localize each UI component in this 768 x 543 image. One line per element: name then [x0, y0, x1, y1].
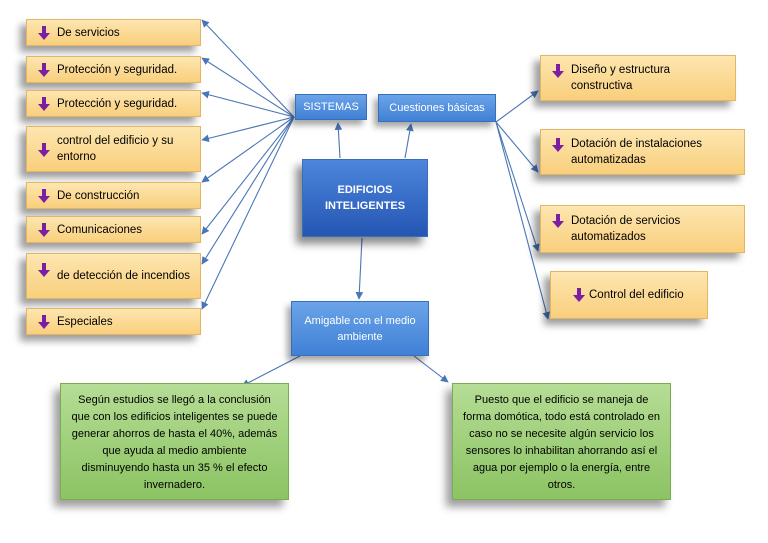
down-arrow-bullet-icon: [552, 214, 564, 228]
cuestiones-item-label: Dotación de servicios automatizados: [571, 215, 681, 243]
amigable-note: Según estudios se llegó a la conclusión …: [60, 383, 289, 500]
amigable-node: Amigable con el medio ambiente: [291, 301, 429, 356]
connector-sistemas-item-3: [201, 91, 295, 118]
down-arrow-bullet-icon: [38, 96, 50, 111]
connector-cuestiones-item-3: [495, 121, 540, 252]
sistemas-item-label: control del edificio y su entorno: [57, 135, 174, 163]
connector-sistemas-item-7: [201, 116, 295, 265]
connector-sistemas-item-6: [201, 116, 295, 235]
main-node-label-line1: EDIFICIOS: [337, 184, 393, 196]
amigable-note-text: Según estudios se llegó a la conclusión …: [71, 394, 278, 491]
sistemas-item: Protección y seguridad.: [26, 90, 201, 117]
connector-sistemas-item-5: [201, 116, 295, 183]
sistemas-item-label: Protección y seguridad.: [57, 63, 178, 76]
sistemas-item: De construcción: [26, 182, 201, 209]
down-arrow-bullet-icon: [38, 263, 50, 277]
down-arrow-bullet-icon: [573, 288, 585, 302]
sistemas-label: SISTEMAS: [303, 101, 359, 113]
sistemas-node: SISTEMAS: [295, 94, 367, 120]
sistemas-item-label: Especiales: [57, 315, 113, 328]
connector-sistemas-item-4: [201, 116, 295, 143]
cuestiones-item: Dotación de servicios automatizados: [540, 205, 745, 253]
connector-main-sistemas: [334, 122, 343, 159]
connector-amigable-note-1: [241, 355, 301, 387]
sistemas-item-label: De servicios: [57, 26, 120, 39]
connector-main-cuestiones: [404, 123, 414, 159]
sistemas-item: control del edificio y su entorno: [26, 126, 201, 172]
sistemas-item: Protección y seguridad.: [26, 56, 201, 83]
sistemas-item: de detección de incendios: [26, 253, 201, 299]
main-node-label-line2: INTELIGENTES: [324, 200, 406, 212]
sistemas-item-label: Comunicaciones: [57, 223, 143, 236]
connector-cuestiones-item-1: [495, 90, 539, 123]
connector-cuestiones-item-4: [495, 121, 550, 320]
connector-sistemas-item-2: [201, 57, 295, 118]
amigable-note-text: Puesto que el edificio se maneja de form…: [463, 394, 660, 491]
connector-sistemas-item-1: [201, 19, 295, 118]
down-arrow-bullet-icon: [38, 314, 50, 329]
connector-sistemas-item-8: [201, 116, 295, 310]
down-arrow-bullet-icon: [552, 64, 564, 78]
amigable-label: Amigable con el medio ambiente: [304, 314, 416, 343]
down-arrow-bullet-icon: [38, 25, 50, 40]
cuestiones-item: Diseño y estructura constructiva: [540, 55, 736, 101]
cuestiones-basicas-node: Cuestiones básicas: [378, 94, 496, 122]
cuestiones-item-label: Diseño y estructura constructiva: [571, 64, 671, 92]
main-node-edificios-inteligentes: EDIFICIOS INTELIGENTES: [302, 159, 428, 237]
sistemas-item-label: Protección y seguridad.: [57, 97, 178, 110]
sistemas-item-label: De construcción: [57, 189, 140, 202]
down-arrow-bullet-icon: [552, 138, 564, 152]
sistemas-item: Comunicaciones: [26, 216, 201, 243]
connector-main-amigable: [355, 237, 364, 300]
connector-amigable-note-2: [413, 355, 449, 383]
down-arrow-bullet-icon: [38, 222, 50, 237]
cuestiones-item: Dotación de instalaciones automatizadas: [540, 129, 745, 175]
connector-cuestiones-item-2: [495, 121, 539, 173]
cuestiones-item-label: Control del edificio: [589, 289, 684, 301]
cuestiones-item: Control del edificio: [550, 271, 708, 319]
sistemas-item: De servicios: [26, 19, 201, 46]
amigable-note: Puesto que el edificio se maneja de form…: [452, 383, 671, 500]
cuestiones-item-label: Dotación de instalaciones automatizadas: [571, 138, 703, 166]
cuestiones-basicas-label: Cuestiones básicas: [389, 102, 485, 114]
sistemas-item: Especiales: [26, 308, 201, 335]
down-arrow-bullet-icon: [38, 62, 50, 77]
sistemas-item-label: de detección de incendios: [57, 270, 190, 282]
down-arrow-bullet-icon: [38, 188, 50, 203]
down-arrow-bullet-icon: [38, 143, 50, 157]
